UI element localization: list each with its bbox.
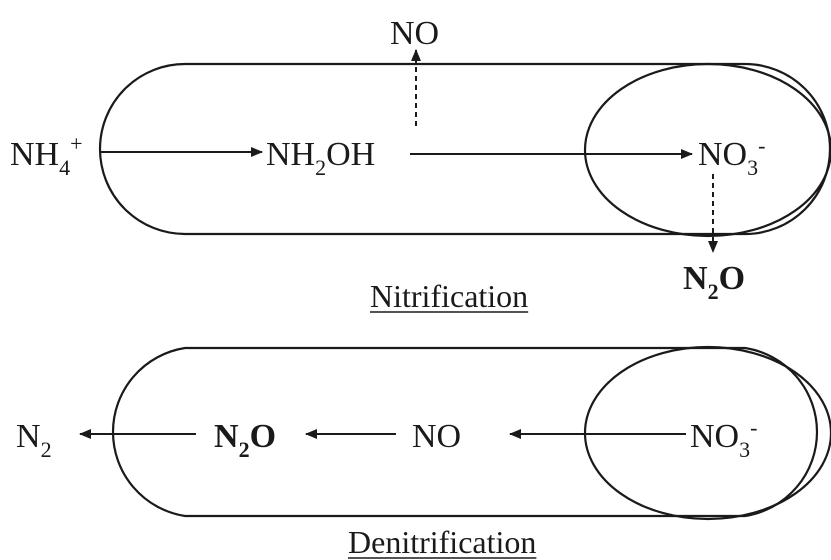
nitrification-cell-outline — [98, 62, 831, 236]
denitrification-no3-label: NO3- — [690, 415, 757, 462]
nitrification-no-label: NO — [390, 15, 439, 52]
nitrification-panel: NH4+ NH2OH NO3- NO N2O Nitrification — [10, 15, 831, 314]
denitrification-n2o-label: N2O — [214, 418, 276, 462]
nitrification-n2o-label: N2O — [683, 260, 745, 304]
nitrification-no3-label: NO3- — [698, 133, 765, 180]
denitrification-title: Denitrification — [348, 524, 536, 560]
nitrification-nh4-label: NH4+ — [10, 131, 83, 180]
denitrification-panel: NO3- NO N2O N2 Denitrification — [16, 345, 831, 560]
denitrification-no-label: NO — [412, 418, 461, 455]
nitrification-nh2oh-label: NH2OH — [266, 136, 375, 180]
nitrification-title: Nitrification — [370, 278, 528, 314]
nitrification-inner-ellipse — [583, 62, 831, 238]
denitrification-n2-label: N2 — [16, 418, 52, 462]
